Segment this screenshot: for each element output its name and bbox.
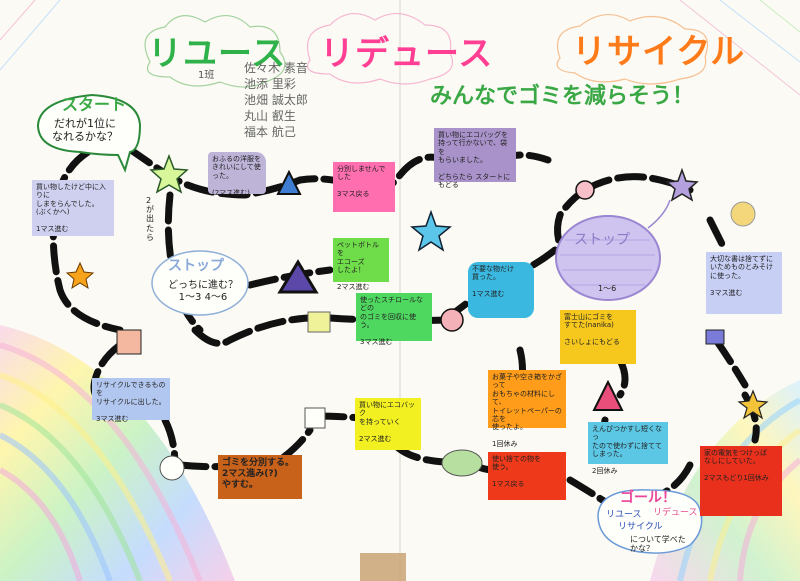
square-right-cyan: えんぴつかすし短くなっ たので使わずに捨てて しまった。 2回休み	[588, 422, 668, 475]
title-reduce: リデュース	[320, 34, 494, 74]
stop-left-label: ストップ	[168, 258, 224, 274]
goal-word-reduce: リデュース	[653, 508, 698, 518]
stop-left-rule: どっちに進む？ 1〜3 4〜6	[168, 280, 238, 303]
start-label: スタート	[62, 95, 127, 114]
square-bottom-red: 使い捨ての物を 使う。 1マス戻る	[488, 452, 566, 500]
square-top-purple: おふるの洋服を きれいにして使った。 (2マス進む)	[208, 152, 266, 197]
member-3: 池畑 誠太郎	[244, 93, 308, 107]
square-far-right-red: 家の電気をつけっぱ なしにしていた。 2マスもどり1回休み	[700, 446, 782, 516]
square-center-green: ペットボトルを エコーズ したよ！ 2マス進む	[333, 238, 389, 291]
stop-right-label: ストップ	[574, 232, 630, 248]
square-far-right-blue: 大切な書は捨てずに いためものとみそけ に使った。 3マス進む	[706, 252, 782, 314]
side-note: 2が出たら	[146, 196, 154, 242]
goal-word-recycle: リサイクル	[618, 522, 663, 532]
stop-right-number: 1〜6	[598, 284, 617, 293]
title-recycle: リサイクル	[572, 32, 746, 72]
square-center-orange: お菓子や空き箱をかざって おもちゃの材料にして、 トイレットペーパーの芯を 使っ…	[488, 370, 566, 448]
square-left-bottom-blue: リサイクルできるものを リサイクルに出した。 3マス進む	[92, 378, 170, 423]
start-question: だれが1位に なれるかな？	[52, 117, 118, 143]
square-center-lime: 使ったスチロールなどの のゴミを回収に使う。 3マス進む	[356, 293, 432, 346]
slogan: みんなでゴミを減らそう！	[430, 84, 695, 109]
member-5: 福本 航己	[244, 125, 296, 139]
member-2: 池添 里彩	[244, 77, 296, 91]
square-bottom-brown: ゴミを分別する。 2マス進み(?) やすむ。	[218, 455, 302, 499]
member-4: 丸山 叡生	[244, 109, 296, 123]
square-top-pink: 分別しませんでした 3マス戻る	[333, 162, 395, 212]
member-1: 佐々木 素音	[244, 61, 308, 75]
square-right-yellow: 富士山にゴミを すてた(nanika) さいしょにもどる	[560, 310, 636, 364]
goal-question: について学べた かな？	[630, 535, 686, 554]
goal-label: ゴール！	[620, 490, 676, 506]
square-top-right-purple: 買い物にエコバッグを 持って行かないで、袋を もらいました。 どちらたら スター…	[434, 128, 516, 189]
title-reuse: リユース	[148, 34, 287, 74]
class-name: 1班	[198, 70, 215, 81]
square-left-blue: 買い物したけど中に入りに しまをらんでした。 (ぶくかへ) 1マス進む	[32, 180, 114, 236]
square-center-yellow: 買い物にエコバック を持っていく 2マス進む	[355, 398, 421, 450]
square-center-cyan: 不要な物だけ 買った。 1マス進む	[468, 262, 534, 318]
goal-word-reuse: リユース	[606, 510, 642, 520]
